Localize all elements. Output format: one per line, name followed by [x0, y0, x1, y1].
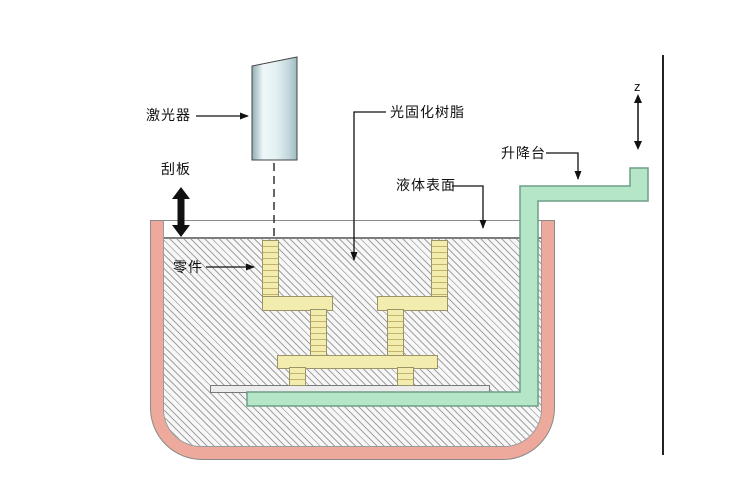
elevator-platform: [246, 167, 649, 407]
z-axis-label: z: [634, 79, 642, 94]
part-left-foot: [289, 367, 306, 386]
liquid-surface-pointer-arrow: [452, 185, 487, 229]
resin-label: 光固化树脂: [390, 104, 465, 120]
elevator-pointer-arrow: [546, 152, 582, 180]
laser-body: [251, 56, 298, 161]
z-motion-arrow: [634, 94, 642, 150]
part-right-arm: [377, 296, 448, 311]
resin-pointer-arrow: [350, 111, 386, 261]
laser-label: 激光器: [146, 107, 191, 123]
part-right-foot: [397, 367, 414, 386]
part-label: 零件: [173, 259, 203, 275]
part-left-arm: [262, 296, 333, 311]
part-crossbar: [277, 355, 438, 369]
liquid-surface-label: 液体表面: [396, 177, 456, 193]
elevator-label: 升降台: [501, 145, 546, 161]
scraper-label: 刮板: [161, 161, 191, 177]
scraper-motion-arrow: [172, 187, 190, 237]
liquid-resin-hatch: [164, 237, 541, 446]
